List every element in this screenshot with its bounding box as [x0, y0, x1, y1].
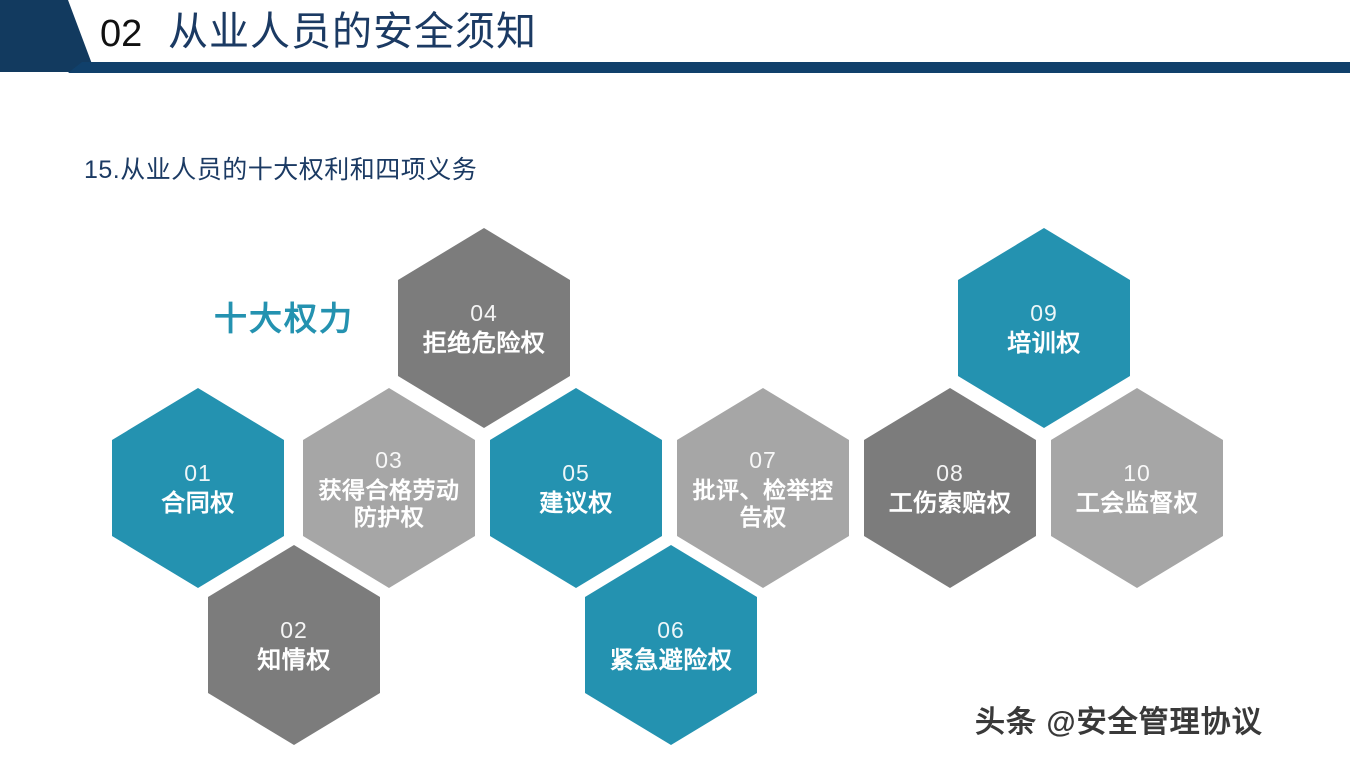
header-section-number: 02: [100, 13, 143, 55]
hexagon-06[interactable]: 06 紧急避险权: [585, 545, 757, 745]
header-rule: [68, 62, 1350, 73]
hexagon-label: 拒绝危险权: [422, 330, 546, 357]
page-title: 从业人员的安全须知: [168, 10, 537, 54]
hexagon-label: 知情权: [257, 647, 331, 674]
hexagon-number: 08: [936, 460, 964, 486]
hexagon-number: 02: [280, 617, 308, 643]
hexagon-label: 培训权: [1007, 330, 1081, 357]
hexagon-number: 04: [470, 300, 498, 326]
hexagon-05[interactable]: 05 建议权: [490, 388, 662, 588]
hexagon-01[interactable]: 01 合同权: [112, 388, 284, 588]
hexagon-label: 建议权: [539, 490, 613, 517]
hexagon-10[interactable]: 10 工会监督权: [1051, 388, 1223, 588]
hexagon-number: 06: [657, 617, 685, 643]
hexagon-number: 09: [1030, 300, 1058, 326]
hexagon-label: 紧急避险权: [609, 647, 733, 674]
watermark: 头条 @安全管理协议: [975, 706, 1263, 739]
hexagon-number: 01: [184, 460, 212, 486]
hexagon-label: 获得合格劳动防护权: [318, 477, 460, 530]
hexagon-label: 工伤索赔权: [888, 490, 1012, 517]
hexagon-09[interactable]: 09 培训权: [958, 228, 1130, 428]
section-label: 十大权力: [214, 300, 354, 337]
hexagon-03[interactable]: 03 获得合格劳动防护权: [303, 388, 475, 588]
hexagon-02[interactable]: 02 知情权: [208, 545, 380, 745]
hexagon-number: 05: [562, 460, 590, 486]
hexagon-07[interactable]: 07 批评、检举控告权: [677, 388, 849, 588]
hexagon-08[interactable]: 08 工伤索赔权: [864, 388, 1036, 588]
hexagon-number: 07: [749, 447, 777, 473]
hexagon-number: 10: [1123, 460, 1151, 486]
hexagon-label: 批评、检举控告权: [692, 477, 834, 530]
hexagon-label: 合同权: [161, 490, 235, 517]
hexagon-04[interactable]: 04 拒绝危险权: [398, 228, 570, 428]
hexagon-number: 03: [375, 447, 403, 473]
hexagon-label: 工会监督权: [1075, 490, 1199, 517]
subtitle: 15.从业人员的十大权利和四项义务: [84, 156, 478, 184]
